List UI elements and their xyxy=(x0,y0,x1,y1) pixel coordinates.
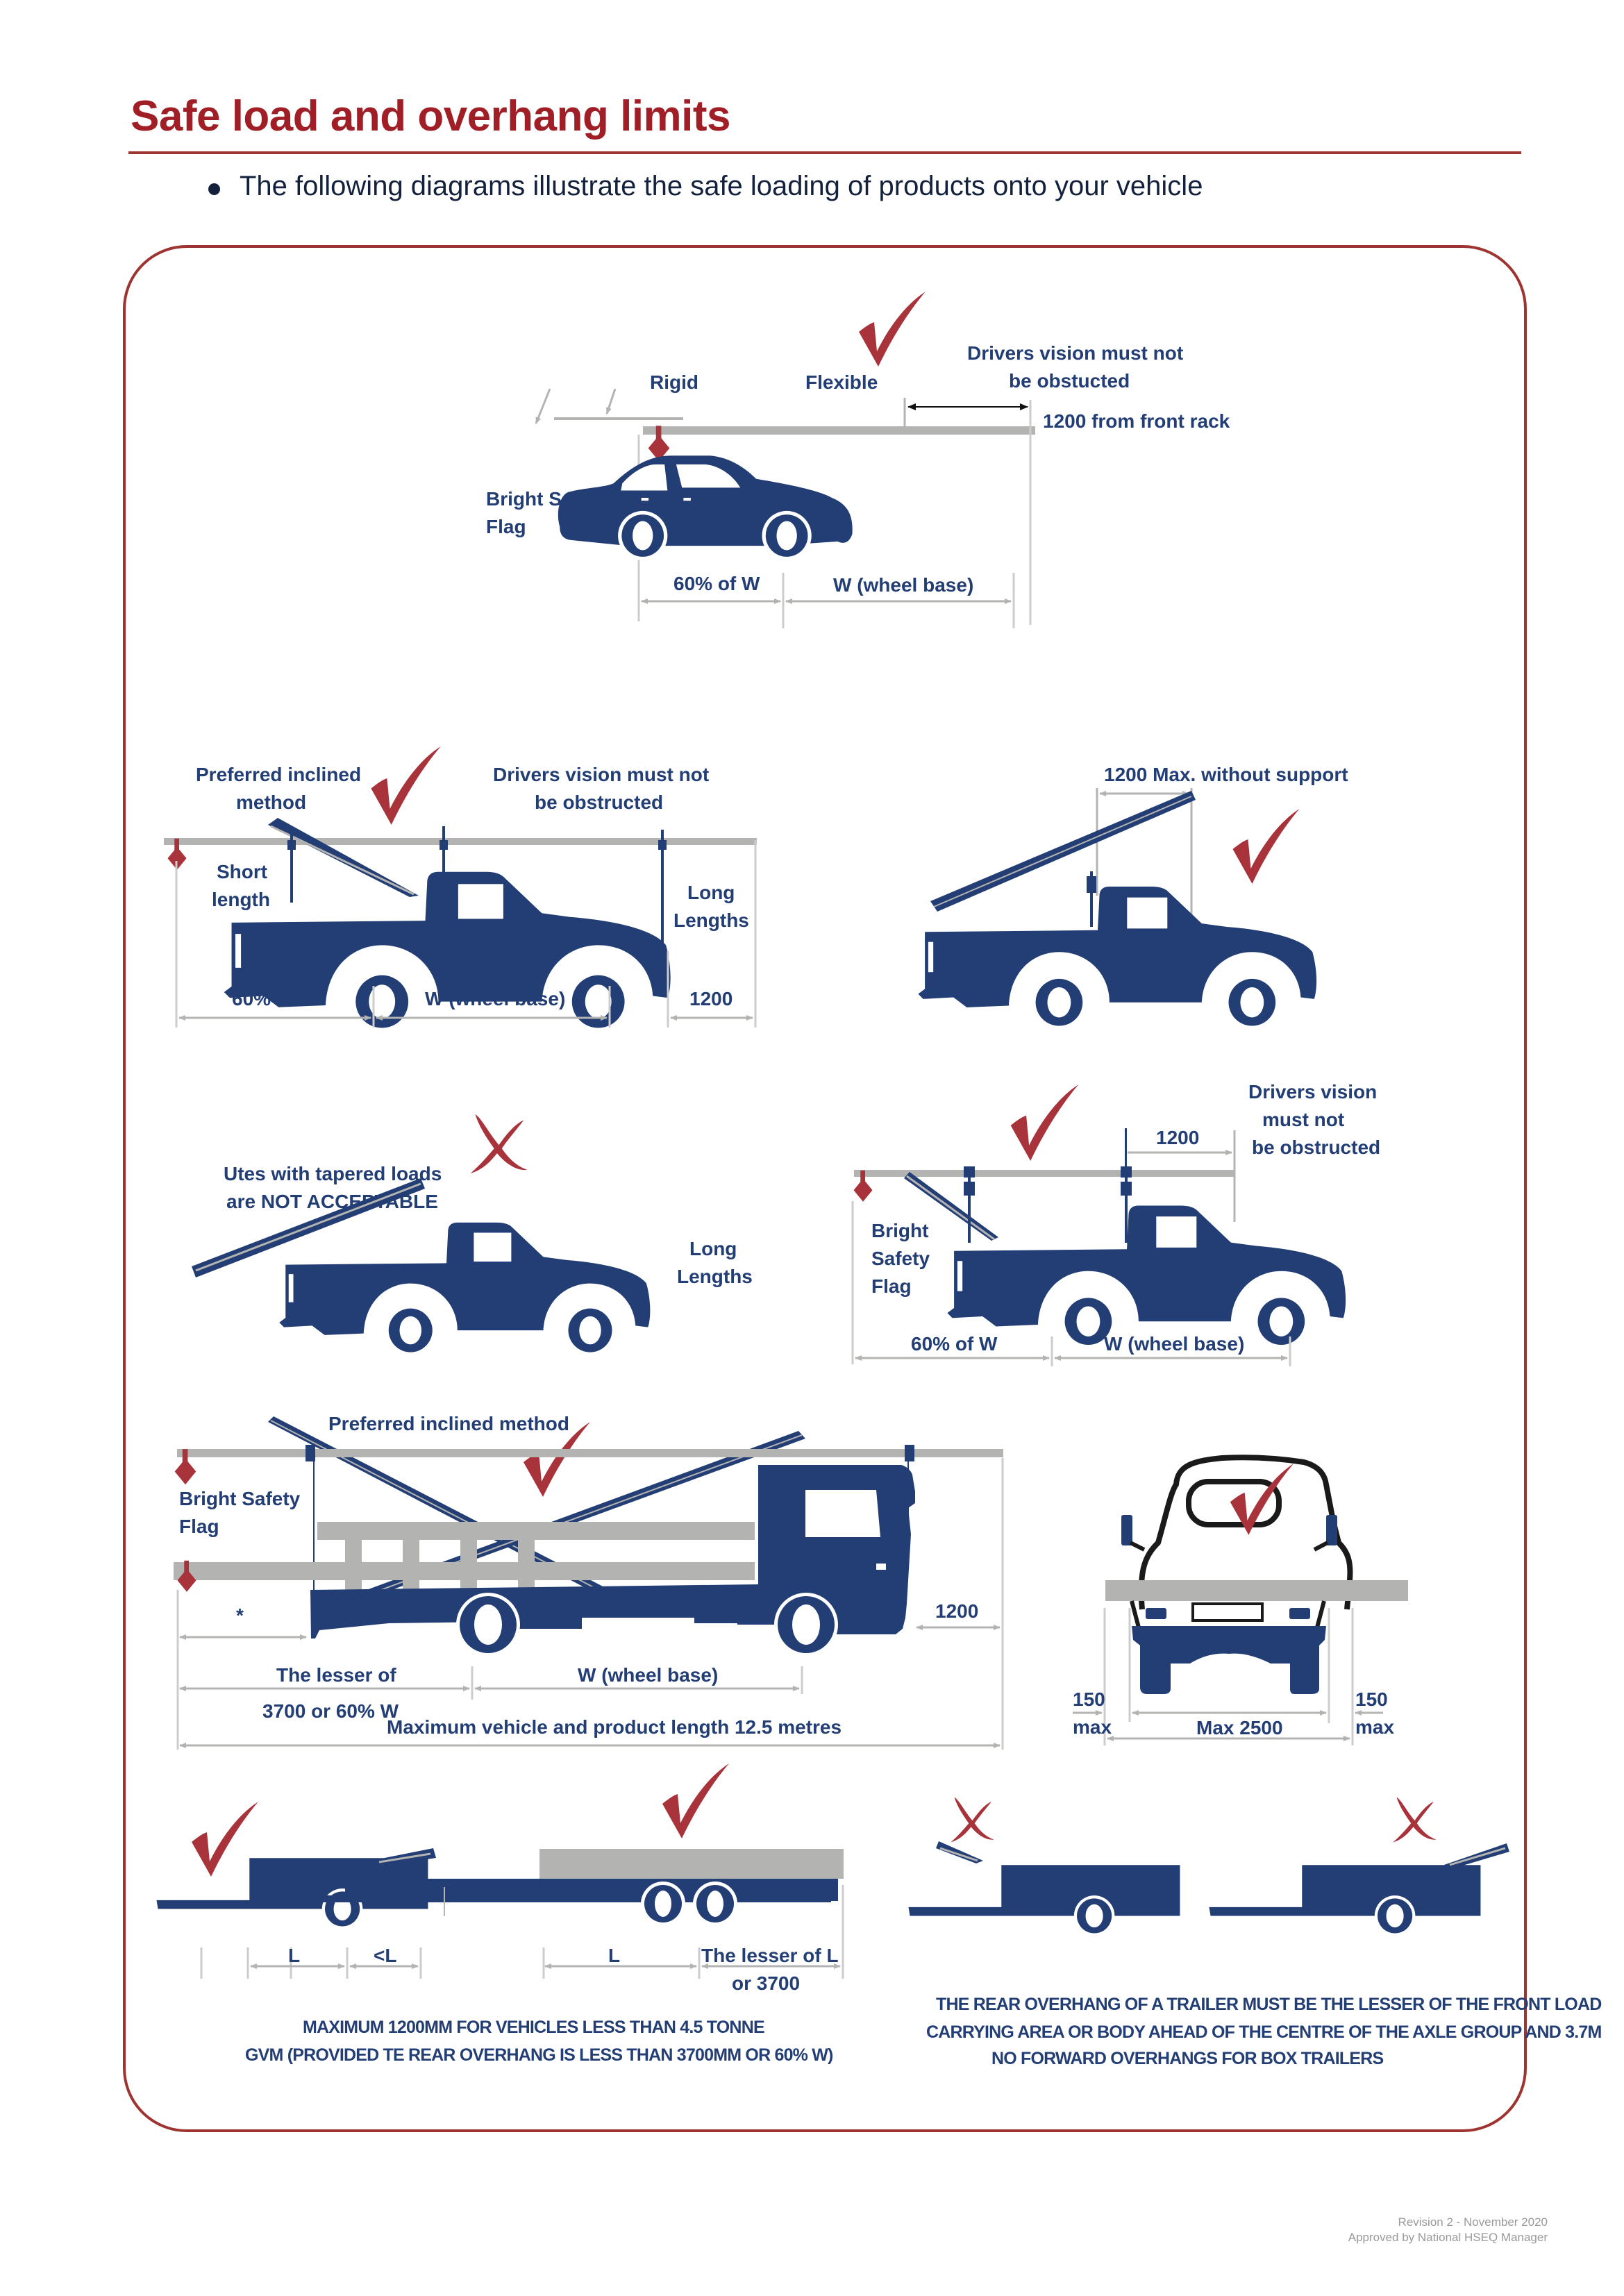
rigid-label: Rigid xyxy=(650,371,698,393)
long-label-2: Lengths xyxy=(673,910,749,931)
warning-label-1: Utes with tapered loads xyxy=(224,1163,442,1184)
preferred-label-1: Preferred inclined xyxy=(196,764,361,785)
ute-inclined-diagram: Preferred inclined method Drivers vision… xyxy=(164,746,757,1034)
ute-rack-diagram: 1200 Drivers vision must not be obstruct… xyxy=(851,1081,1380,1366)
tandem-L-label: L xyxy=(608,1945,620,1966)
preferred-label: Preferred inclined method xyxy=(328,1413,569,1434)
flexible-load xyxy=(554,417,683,420)
dim-front-label: 1200 xyxy=(1156,1127,1199,1148)
trailers-bad-diagram: THE REAR OVERHANG OF A TRAILER MUST BE T… xyxy=(908,1797,1602,2068)
trailer-note-1: MAXIMUM 1200MM FOR VEHICLES LESS THAN 4.… xyxy=(303,2018,764,2037)
flexible-label: Flexible xyxy=(805,371,878,393)
trailer-note-2: GVM (PROVIDED TE REAR OVERHANG IS LESS T… xyxy=(245,2045,833,2065)
diagram-frame xyxy=(123,245,1527,2132)
trailers-ok-diagram: L <L L The lesser of L or 3700 MAXIMUM 1… xyxy=(156,1763,844,2065)
ute-icon xyxy=(947,1205,1346,1350)
truck-diagram: Preferred inclined method Bright Safety … xyxy=(174,1413,1004,1750)
box-trailer-note-3: NO FORWARD OVERHANGS FOR BOX TRAILERS xyxy=(991,2049,1384,2068)
flag-label-3: Flag xyxy=(871,1275,912,1297)
box-trailer-icon xyxy=(908,1865,1180,1936)
cross-icon xyxy=(1393,1797,1437,1843)
ute-unsupported-diagram: 1200 Max. without support xyxy=(918,764,1348,1031)
car-diagram: Rigid Flexible Drivers vision must not b… xyxy=(486,292,1230,628)
check-icon xyxy=(662,1763,729,1838)
bullet-dot xyxy=(208,183,220,195)
lower-load-bar xyxy=(174,1562,755,1580)
asterisk-label: * xyxy=(236,1604,244,1626)
single-L-label: L xyxy=(288,1945,300,1966)
truck-icon xyxy=(310,1465,915,1657)
ute-icon xyxy=(918,886,1317,1031)
flag-label-2: Flag xyxy=(486,516,526,537)
vision-label-1: Drivers vision must not xyxy=(493,764,709,785)
check-icon xyxy=(1232,809,1300,884)
vision-label-1: Drivers vision must not xyxy=(967,342,1183,364)
preferred-label-2: method xyxy=(236,791,306,813)
page-title: Safe load and overhang limits xyxy=(131,92,731,140)
flag-label-1: Bright xyxy=(871,1220,928,1241)
dim-rear-label: 60% of W xyxy=(232,988,319,1009)
max-without-support-label: 1200 Max. without support xyxy=(1104,764,1348,785)
intro-text: The following diagrams illustrate the sa… xyxy=(240,171,1203,201)
dim-wheelbase-label: W (wheel base) xyxy=(833,574,973,596)
long-label-2: Lengths xyxy=(677,1266,753,1287)
rigid-load xyxy=(643,426,1035,435)
rack-top xyxy=(317,1522,755,1540)
tandem-lesser-label-2: or 3700 xyxy=(732,1972,800,1994)
title-underline xyxy=(128,151,1521,154)
dim-wheelbase-label: W (wheel base) xyxy=(425,988,565,1009)
dim-front-label: 1200 xyxy=(689,988,733,1009)
left-overhang-value: 150 xyxy=(1073,1689,1105,1710)
vision-label-3: be obstructed xyxy=(1252,1137,1380,1158)
right-overhang-unit: max xyxy=(1355,1716,1394,1738)
lesser-label-2: 3700 or 60% W xyxy=(262,1700,399,1722)
single-lessL-label: <L xyxy=(374,1945,396,1966)
check-icon xyxy=(859,292,926,367)
ute-tapered-diagram: Utes with tapered loads are NOT ACCEPTAB… xyxy=(192,1114,753,1357)
long-label-1: Long xyxy=(687,882,735,903)
vision-label-2: be obstructed xyxy=(535,791,663,813)
short-label-1: Short xyxy=(217,861,267,882)
max-length-label: Maximum vehicle and product length 12.5 … xyxy=(387,1716,842,1738)
flag-label-1: Bright Safety xyxy=(179,1488,301,1509)
flag-label-2: Safety xyxy=(871,1248,930,1269)
tandem-load xyxy=(539,1849,844,1879)
tandem-trailer-icon xyxy=(299,1879,838,1926)
vision-label-1: Drivers vision xyxy=(1248,1081,1377,1103)
check-icon xyxy=(1010,1084,1079,1161)
vision-label-2: be obstucted xyxy=(1009,370,1130,392)
flag-label-2: Flag xyxy=(179,1516,219,1537)
lesser-label-1: The lesser of xyxy=(276,1664,396,1686)
revision-text: Revision 2 - November 2020 xyxy=(1398,2215,1548,2229)
short-label-2: length xyxy=(212,889,270,910)
max-width-label: Max 2500 xyxy=(1196,1717,1283,1738)
load-bar xyxy=(854,1170,1234,1177)
check-icon xyxy=(192,1802,258,1877)
vision-label-2: must not xyxy=(1262,1109,1344,1130)
cross-icon xyxy=(951,1797,994,1843)
box-trailer-note-2: CARRYING AREA OR BODY AHEAD OF THE CENTR… xyxy=(926,2022,1602,2042)
dim-wheelbase-label: W (wheel base) xyxy=(1104,1333,1244,1355)
left-overhang-unit: max xyxy=(1073,1716,1112,1738)
load-bar xyxy=(164,838,757,845)
front-rack-label: 1200 from front rack xyxy=(1043,410,1230,432)
approval-text: Approved by National HSEQ Manager xyxy=(1348,2231,1548,2244)
check-icon xyxy=(371,746,441,825)
truck-front-diagram: 150 max 150 max Max 2500 xyxy=(1073,1455,1408,1745)
tandem-lesser-label-1: The lesser of L xyxy=(701,1945,839,1966)
box-trailer-note-1: THE REAR OVERHANG OF A TRAILER MUST BE T… xyxy=(936,1995,1601,2014)
upper-load-bar xyxy=(177,1449,1003,1457)
long-label-1: Long xyxy=(689,1238,737,1259)
ute-icon xyxy=(279,1222,651,1357)
right-overhang-value: 150 xyxy=(1355,1689,1388,1710)
footer: Revision 2 - November 2020 Approved by N… xyxy=(1348,2215,1548,2245)
dim-rear-label: 60% of W xyxy=(911,1333,998,1355)
load-bar xyxy=(1105,1580,1408,1601)
cross-icon xyxy=(470,1114,528,1173)
dim-front-label: 1200 xyxy=(935,1600,978,1622)
dim-wheelbase-label: W (wheel base) xyxy=(578,1664,718,1686)
sedan-icon xyxy=(558,455,853,561)
box-trailer-icon xyxy=(1209,1865,1481,1936)
dim-rear-label: 60% of W xyxy=(673,573,760,594)
